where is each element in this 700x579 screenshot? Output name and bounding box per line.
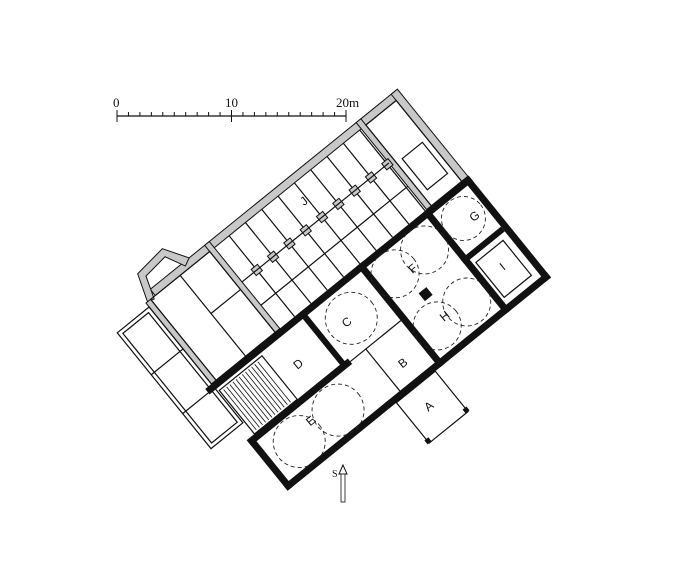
room-label-g: G xyxy=(466,208,482,225)
bay-line xyxy=(310,169,377,251)
partition xyxy=(179,275,247,357)
back-range xyxy=(116,88,469,450)
room-label-c: C xyxy=(339,314,355,331)
left-front-wall xyxy=(246,435,294,491)
scale-bar-ticks xyxy=(116,110,347,122)
stair-step xyxy=(251,366,285,408)
right-back-wall xyxy=(390,88,469,182)
stair-well xyxy=(218,354,299,435)
vault-h xyxy=(442,277,492,327)
staircase xyxy=(223,361,291,431)
bay-line xyxy=(228,235,296,317)
bay-line xyxy=(244,222,312,304)
stair-step xyxy=(238,376,273,418)
left-annex xyxy=(116,306,244,450)
bay-line xyxy=(359,129,426,212)
arrow-shaft xyxy=(340,473,346,503)
stair-step xyxy=(257,361,291,403)
room-label-f: F xyxy=(406,261,421,277)
pier xyxy=(418,287,433,302)
porch-post xyxy=(424,437,432,445)
vault-g xyxy=(440,196,486,241)
partition xyxy=(365,348,401,392)
bay-line xyxy=(293,182,361,265)
scale-label-0: 0 xyxy=(113,95,120,110)
left-annex-inner xyxy=(122,311,239,444)
front-range xyxy=(205,175,552,491)
wall-c-f xyxy=(356,261,445,369)
north-arrow-label: S xyxy=(332,469,338,480)
stair-step xyxy=(245,371,279,413)
stair-step xyxy=(223,389,257,431)
bay-line xyxy=(261,208,328,291)
bay-line xyxy=(326,156,393,238)
stair-step xyxy=(229,384,263,426)
scale-bar: 0 10 20m xyxy=(113,95,359,122)
right-wall xyxy=(463,175,552,282)
partition xyxy=(150,348,184,376)
stair-step xyxy=(235,379,270,421)
room-i-inner xyxy=(475,239,533,299)
dome-c xyxy=(324,291,378,345)
north-arrow: S xyxy=(332,463,348,503)
stair-step xyxy=(232,381,266,423)
partition xyxy=(349,320,402,363)
room-label-d: D xyxy=(290,356,306,373)
vault-f xyxy=(370,249,420,299)
wall-d-c xyxy=(298,309,348,368)
scale-label-20: 20m xyxy=(336,95,359,110)
room-label-i: I xyxy=(497,260,508,273)
vault-e xyxy=(272,415,326,468)
scale-label-10: 10 xyxy=(225,95,238,110)
building-plan: A B C D E F G H I J xyxy=(116,88,552,491)
vault-f xyxy=(400,225,450,275)
room-label-b: B xyxy=(395,355,410,371)
inner-wall-e xyxy=(246,358,353,446)
arcade-line xyxy=(241,162,390,283)
room-label-a: A xyxy=(421,398,436,414)
small-room xyxy=(401,141,449,191)
partition-wall xyxy=(355,118,433,211)
wall-g-i xyxy=(460,226,505,265)
bay-line xyxy=(277,195,344,278)
bay-line xyxy=(342,142,410,225)
room-label-e: E xyxy=(303,413,318,429)
arrow-icon xyxy=(338,463,348,475)
arcade-line xyxy=(260,185,409,306)
vault-h xyxy=(412,301,462,351)
stair-step xyxy=(226,386,260,428)
vault-e xyxy=(311,383,365,437)
stair-step xyxy=(241,374,276,416)
bay-window xyxy=(137,248,190,303)
partition xyxy=(210,289,241,314)
porch xyxy=(395,370,469,444)
stair-step xyxy=(248,369,282,411)
porch-post xyxy=(462,406,470,414)
front-wall xyxy=(283,271,552,491)
stair-step xyxy=(254,364,288,405)
room-label-h: H xyxy=(437,308,453,324)
spine-wall xyxy=(205,175,474,395)
